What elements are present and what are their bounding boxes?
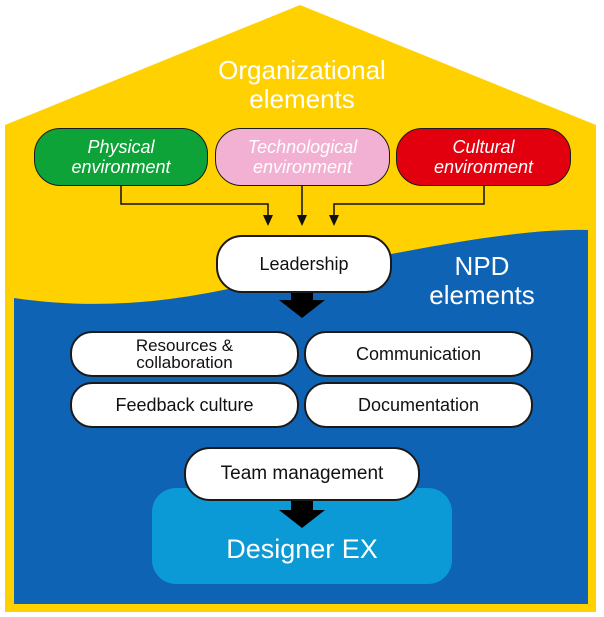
communication-box: Communication xyxy=(304,331,533,377)
team-management-down-arrow xyxy=(279,500,325,528)
team-management-label: Team management xyxy=(220,463,384,485)
communication-label: Communication xyxy=(355,343,482,364)
feedback-culture-label: Feedback culture xyxy=(115,394,254,415)
connector-arrowheads xyxy=(263,215,339,226)
leadership-label: Leadership xyxy=(259,253,349,274)
documentation-box: Documentation xyxy=(304,382,533,428)
technological-environment-line1: Technological xyxy=(247,136,358,157)
cultural-environment-line2: environment xyxy=(433,157,534,177)
feedback-culture-box: Feedback culture xyxy=(70,382,299,428)
cultural-environment-line1: Cultural xyxy=(452,136,515,157)
organizational-title-line2: elements xyxy=(249,84,355,115)
physical-environment-pill: Physical environment xyxy=(34,128,208,186)
physical-connector xyxy=(120,186,269,216)
npd-title: NPD elements xyxy=(402,251,562,311)
designer-ex-label: Designer EX xyxy=(226,534,378,564)
organizational-title: Organizational elements xyxy=(152,55,452,115)
resources-collaboration-line2: collaboration xyxy=(136,353,233,372)
physical-arrowhead xyxy=(263,215,273,226)
npd-title-line1: NPD xyxy=(454,251,510,281)
organizational-title-line1: Organizational xyxy=(218,55,386,85)
technological-environment-pill: Technological environment xyxy=(215,128,390,186)
cultural-environment-pill: Cultural environment xyxy=(396,128,571,186)
technological-arrowhead xyxy=(297,215,307,226)
designer-ex-shape xyxy=(152,488,452,584)
npd-title-line2: elements xyxy=(429,280,535,311)
team-management-box: Team management xyxy=(184,447,420,501)
leadership-down-arrow xyxy=(279,292,325,318)
documentation-label: Documentation xyxy=(357,394,480,415)
environment-connectors xyxy=(120,186,485,216)
resources-collaboration-line1: Resources & xyxy=(135,336,234,355)
cultural-connector xyxy=(333,186,485,216)
physical-environment-line2: environment xyxy=(71,157,171,177)
technological-environment-line2: environment xyxy=(252,157,353,177)
physical-environment-line1: Physical xyxy=(87,136,155,157)
cultural-arrowhead xyxy=(329,215,339,226)
leadership-box: Leadership xyxy=(216,235,392,293)
resources-collaboration-box: Resources & collaboration xyxy=(70,331,299,377)
